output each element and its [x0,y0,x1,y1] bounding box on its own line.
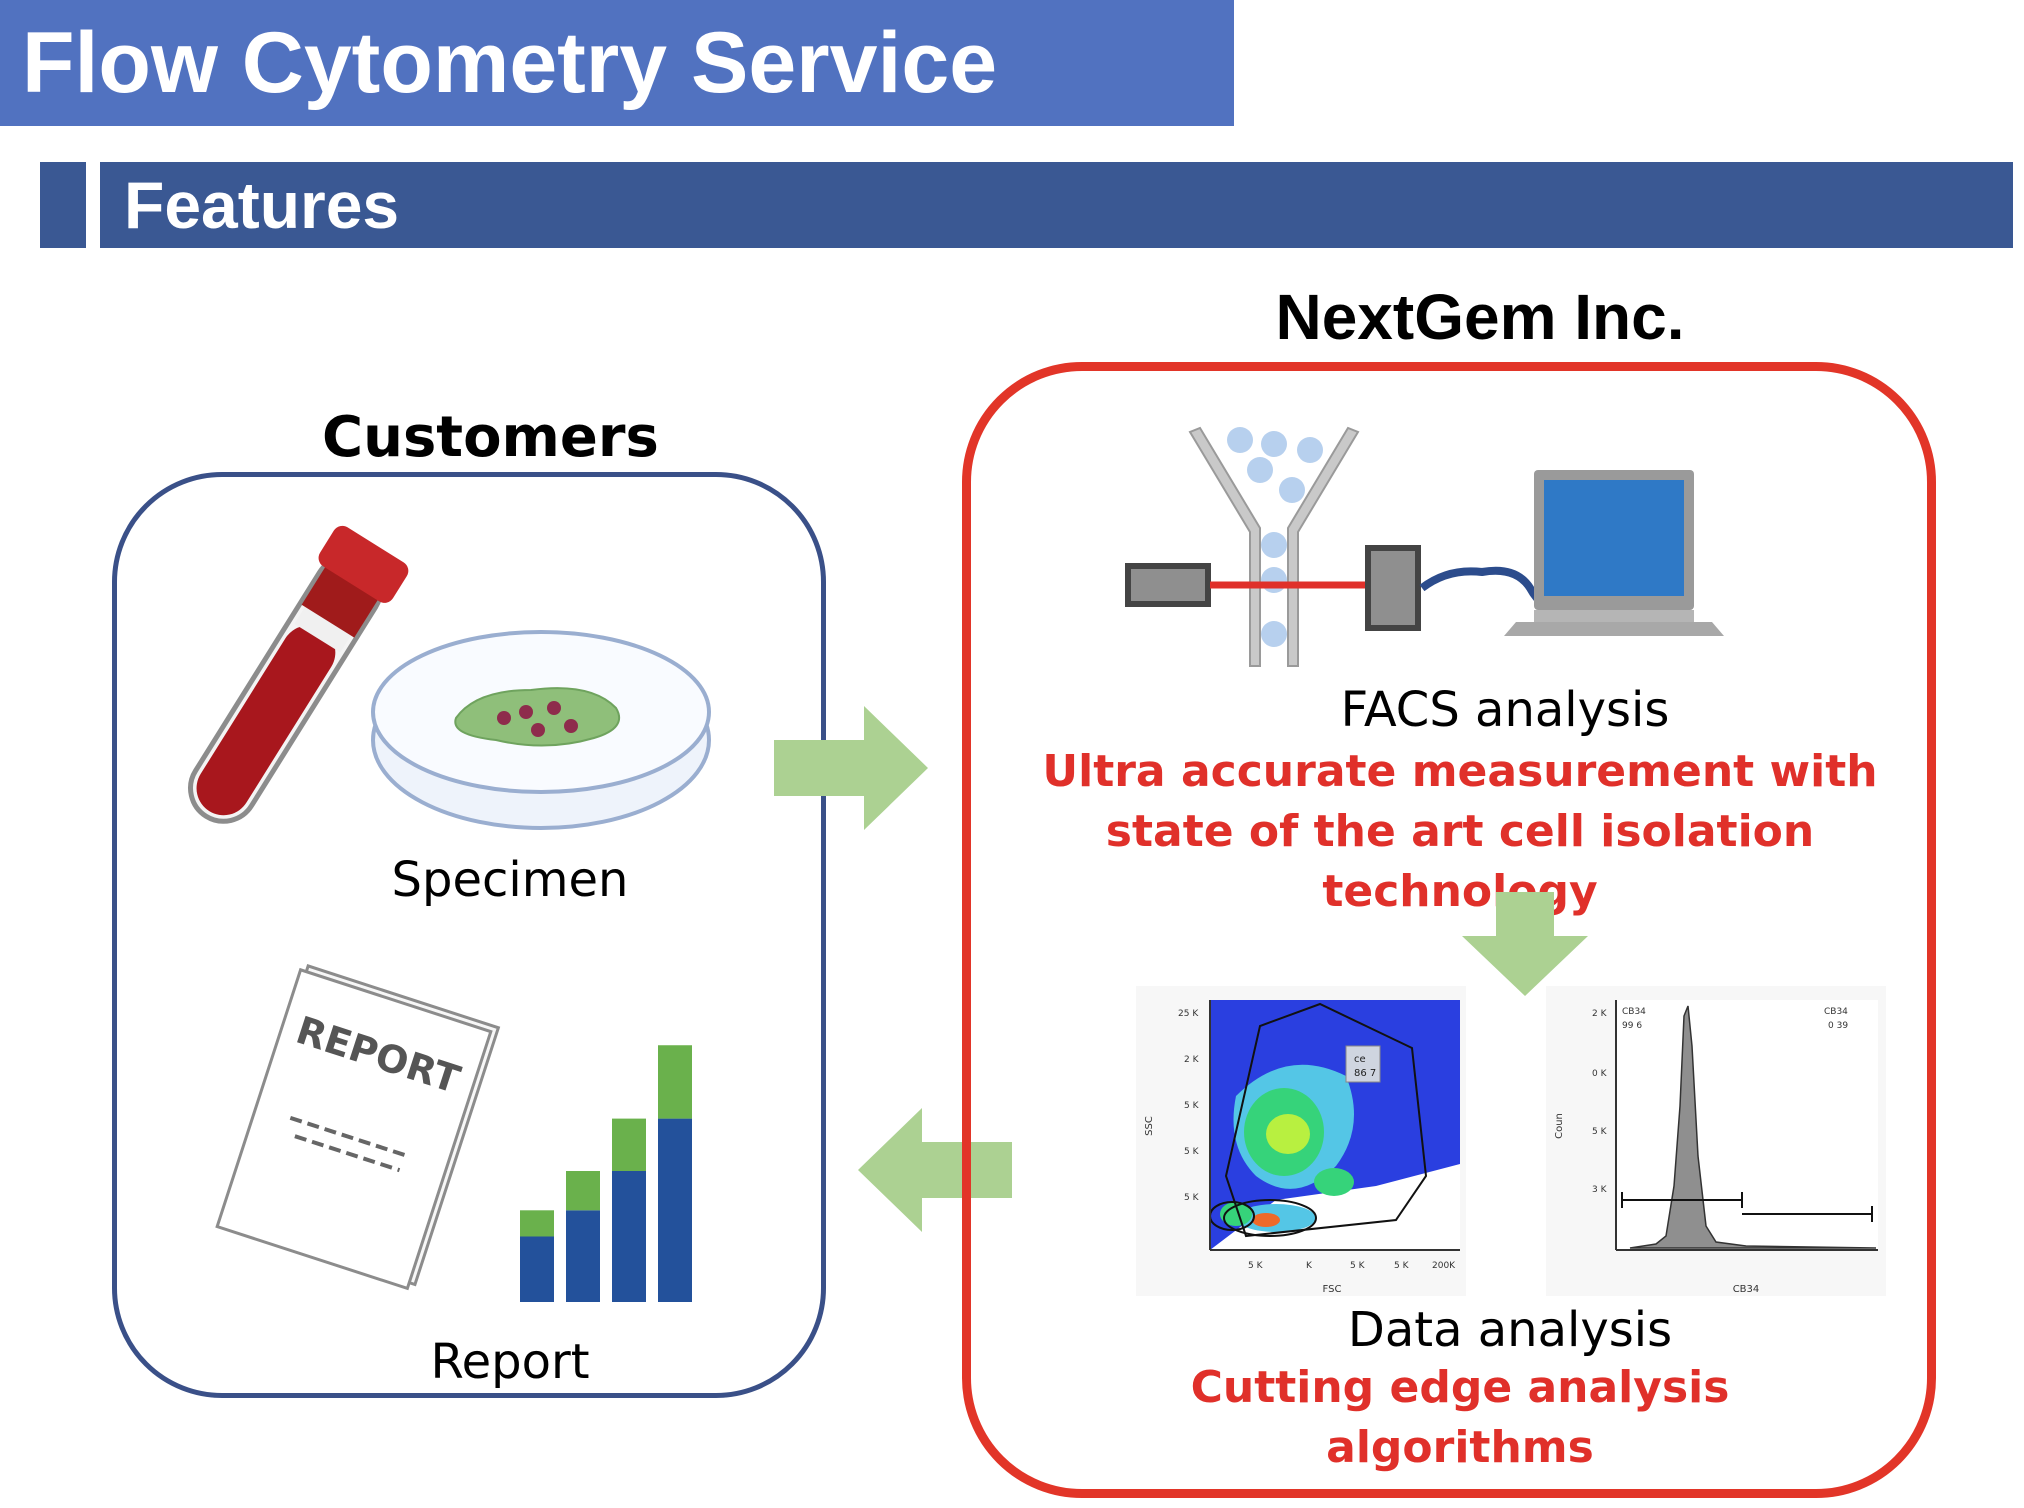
x-tick-4: 5 K [1394,1261,1410,1271]
y-axis-label: SSC [1144,1116,1155,1136]
facs-description: Ultra accurate measurement with state of… [1042,746,1878,917]
data-analysis-label: Data analysis [1347,1302,1673,1358]
bar-3-segment-2 [612,1118,646,1171]
arrow-down-icon [1462,892,1588,996]
left-gate-value: 99 6 [1622,1021,1642,1031]
nextgem-heading: NextGem Inc. [1275,281,1685,353]
report-label: Report [430,1334,590,1390]
density-plot: ce 86 7 25 K 2 K 5 K 5 K 5 K 5 K K 5 K 5… [1136,986,1466,1296]
facs-label: FACS analysis [1340,682,1670,738]
customers-panel [112,472,826,1398]
y-tick-4: 5 K [1184,1147,1200,1157]
data-analysis-description: Cutting edge analysis algorithms [1190,1362,1730,1473]
nextgem-panel [962,362,1936,1498]
laptop-icon [1419,470,1724,636]
report-bar-chart [520,1045,692,1302]
section-marker [40,162,86,248]
blood-tube-icon [188,525,409,824]
y-tick-1: 25 K [1178,1009,1199,1019]
hist-y-tick-3: 5 K [1592,1127,1608,1137]
arrow-left-icon [858,1108,1012,1232]
x-tick-3: 5 K [1350,1261,1366,1271]
petri-dish-icon [371,630,711,830]
hist-y-tick-2: 0 K [1592,1069,1608,1079]
page-title: Flow Cytometry Service [0,0,1234,126]
hist-x-axis-label: CB34 [1733,1284,1760,1295]
y-tick-3: 5 K [1184,1101,1200,1111]
gate-value: 86 7 [1354,1068,1376,1079]
bar-1-segment-2 [520,1210,554,1237]
hist-y-tick-4: 3 K [1592,1185,1608,1195]
bar-2-segment-1 [566,1210,600,1302]
x-tick-1: 5 K [1248,1261,1264,1271]
hist-y-axis-label: Coun [1554,1113,1565,1139]
left-gate-name: CB34 [1622,1007,1646,1017]
bar-3-segment-1 [612,1171,646,1302]
section-title: Features [100,162,2013,248]
x-axis-label: FSC [1323,1284,1342,1295]
right-gate-value: 0 39 [1828,1021,1848,1031]
bar-1-segment-1 [520,1236,554,1302]
report-document-icon: REPORT [215,964,501,1291]
right-gate-name: CB34 [1824,1007,1848,1017]
customers-heading: Customers [322,405,659,470]
histogram-plot: CB34 99 6 CB34 0 39 2 K 0 K 5 K 3 K CB34… [1546,986,1886,1296]
bar-2-segment-2 [566,1171,600,1211]
bar-4-segment-1 [658,1118,692,1302]
arrow-right-icon [774,706,928,830]
x-tick-2: K [1306,1261,1313,1271]
y-tick-2: 2 K [1184,1055,1200,1065]
specimen-label: Specimen [391,852,629,908]
y-tick-5: 5 K [1184,1193,1200,1203]
x-tick-5: 200K [1432,1261,1456,1271]
gate-name: ce [1354,1054,1366,1065]
bar-4-segment-2 [658,1045,692,1119]
flow-cell-icon [1125,426,1421,667]
hist-y-tick-1: 2 K [1592,1009,1608,1019]
